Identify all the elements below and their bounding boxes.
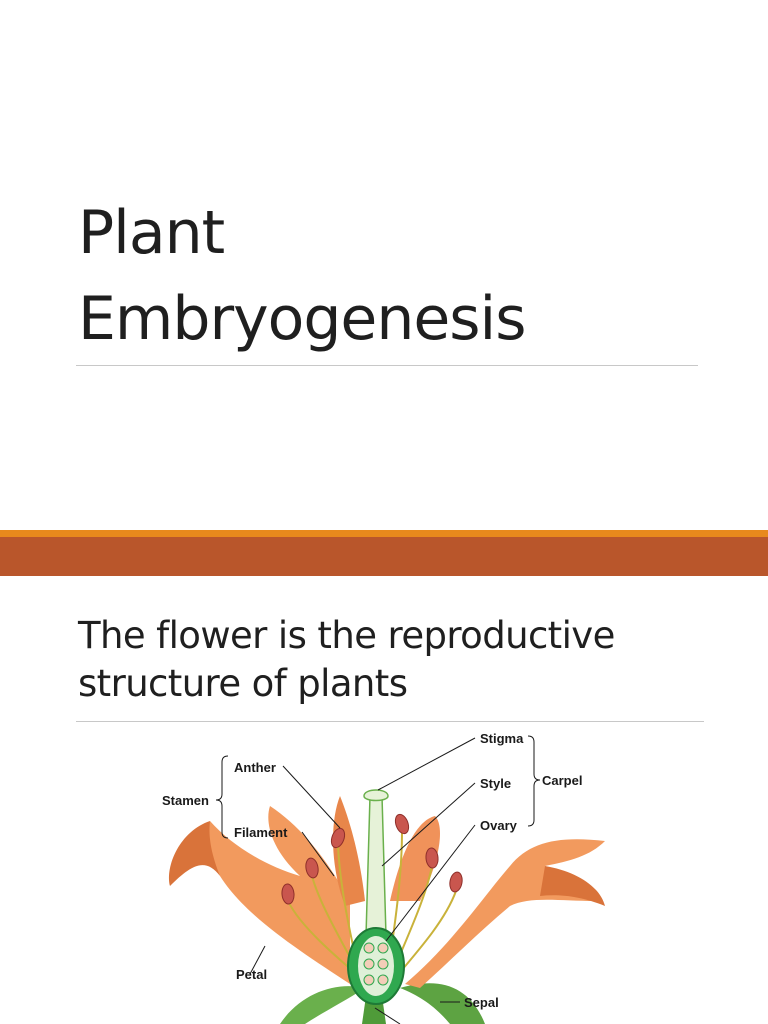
label-filament: Filament: [234, 825, 288, 840]
label-stigma: Stigma: [480, 731, 524, 746]
label-petal: Petal: [236, 967, 267, 982]
label-carpel: Carpel: [542, 773, 582, 788]
anthers: [281, 813, 463, 905]
petal-left: [208, 806, 350, 984]
label-stamen: Stamen: [162, 793, 209, 808]
flower-diagram: Stigma Style Ovary Carpel Anther Filamen…: [162, 731, 605, 1024]
style: [365, 795, 387, 937]
ovary-chamber: [358, 936, 394, 996]
ovules: [363, 942, 389, 986]
content-title-line-1: The flower is the reproductive: [78, 614, 615, 657]
title-slide: Plant Embryogenesis: [76, 190, 718, 366]
petal-left-outer: [169, 821, 220, 886]
title-divider: [76, 365, 698, 366]
content-slide-title: The flower is the reproductive structure…: [78, 612, 718, 708]
label-sepal: Sepal: [464, 995, 499, 1010]
slide-title-line-1: Plant: [78, 198, 225, 268]
sepal-left: [280, 986, 365, 1024]
content-slide: The flower is the reproductive structure…: [0, 576, 768, 1024]
label-ovary: Ovary: [480, 818, 518, 833]
leader-lines: [215, 735, 541, 1024]
stigma: [363, 789, 389, 802]
label-style: Style: [480, 776, 511, 791]
accent-stripe: [0, 530, 768, 537]
sepal-right: [400, 983, 485, 1024]
slide-separator-band: [0, 537, 768, 576]
petal-right-tip: [540, 866, 605, 906]
content-title-line-2: structure of plants: [78, 662, 408, 705]
petal-back-right: [390, 816, 440, 901]
label-anther: Anther: [234, 760, 276, 775]
slide-title: Plant Embryogenesis: [78, 190, 718, 362]
slide-title-line-2: Embryogenesis: [78, 284, 526, 354]
content-title-divider: [76, 721, 704, 722]
